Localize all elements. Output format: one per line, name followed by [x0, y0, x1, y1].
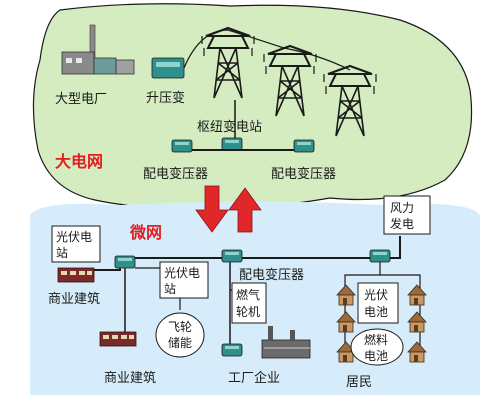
commercial-building-icon — [99, 331, 137, 347]
fuel-cell-label-line1: 燃料 — [364, 332, 388, 347]
dist-tx-right-label: 配电变压器 — [271, 166, 336, 182]
resident-transformer-icon — [369, 249, 391, 263]
commercial-building-icon — [57, 267, 95, 283]
power-plant-icon — [61, 24, 135, 75]
factory-transformer-icon — [221, 343, 243, 357]
flywheel-label-line1: 飞轮 — [168, 320, 192, 334]
hub-substation-icon — [221, 137, 243, 151]
fuel-cell-label-line2: 电池 — [364, 349, 388, 363]
pv-cell-box — [357, 282, 399, 324]
step-up-label: 升压变 — [146, 90, 185, 106]
factory-label: 工厂企业 — [228, 370, 280, 386]
flywheel-ellipse — [155, 312, 205, 358]
pv-cell-label-line1: 光伏 — [364, 288, 388, 302]
wind-label-line1: 风力 — [390, 201, 414, 215]
big-plant-label: 大型电厂 — [55, 92, 107, 107]
gas-turbine-box — [231, 282, 267, 324]
commercial-transformer-icon — [114, 255, 136, 269]
flywheel-label-line2: 储能 — [168, 335, 192, 350]
big-grid-region — [32, 3, 473, 209]
dist-transformer-icon — [293, 139, 315, 153]
big-grid-label: 大电网 — [55, 152, 103, 171]
pv-station-1-label-line2: 站 — [56, 246, 68, 260]
wind-label-line2: 发电 — [390, 216, 414, 231]
dist-transformer-icon — [171, 139, 193, 153]
dist-tx-center-label: 配电变压器 — [239, 267, 304, 283]
micro-grid-label: 微网 — [129, 223, 162, 242]
pv-station-2-label-line1: 光伏电 — [164, 266, 200, 280]
fuel-cell-ellipse — [350, 328, 404, 366]
dist-tx-left-label: 配电变压器 — [143, 166, 208, 182]
pv-station-2-label-line2: 站 — [164, 282, 176, 296]
pv-station-2-box — [159, 261, 209, 299]
pv-station-1-label-line1: 光伏电 — [56, 230, 92, 244]
hub-substation-label: 枢纽变电站 — [197, 119, 262, 135]
pv-cell-label-line2: 电池 — [364, 305, 388, 319]
up-arrow-icon — [228, 187, 262, 233]
step-up-transformer-icon — [151, 57, 185, 79]
wind-box — [383, 195, 431, 235]
residents-label: 居民 — [346, 375, 372, 390]
commercial-2-label: 商业建筑 — [104, 370, 156, 386]
factory-icon — [261, 326, 311, 359]
down-arrow-icon — [195, 185, 229, 233]
commercial-1-label: 商业建筑 — [48, 291, 100, 307]
pv-station-1-box — [51, 225, 101, 263]
center-dist-transformer-icon — [221, 249, 243, 263]
gas-turbine-label-line2: 轮机 — [236, 305, 260, 319]
gas-turbine-label-line1: 燃气 — [236, 287, 260, 302]
